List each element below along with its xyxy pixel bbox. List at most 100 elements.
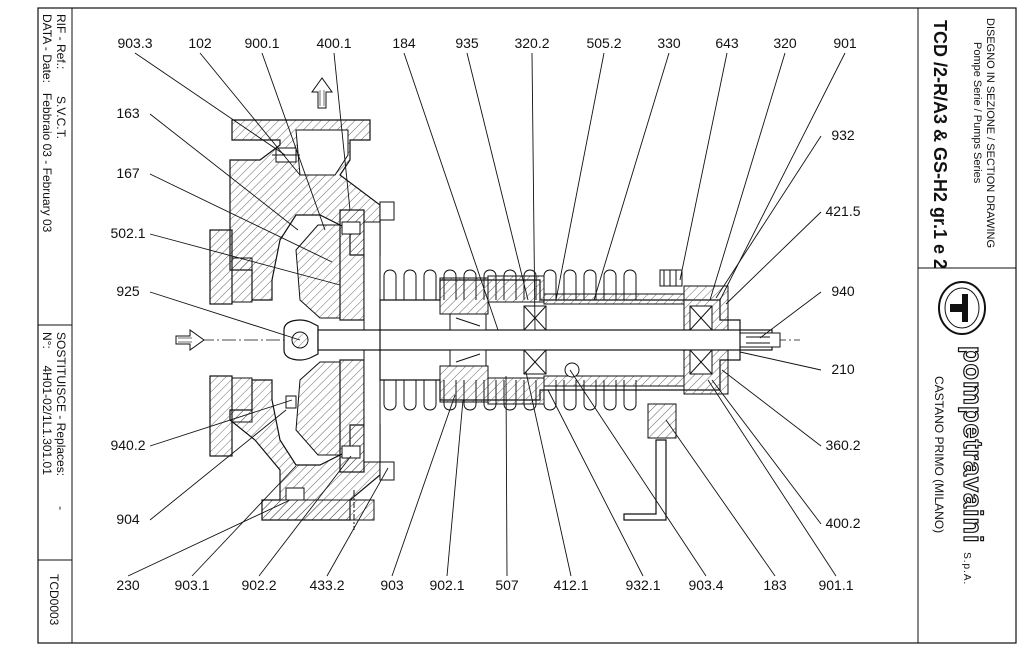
callout-label: 904 [116, 511, 140, 527]
callout-label: 421.5 [825, 203, 860, 219]
number-value: 4H01-02/1L1.301.01 [40, 365, 54, 475]
callout-label: 932 [831, 127, 855, 143]
callout-label: 502.1 [110, 225, 145, 241]
leader-line [707, 379, 837, 577]
ref-field: RIF - Ref.: S.V.C.T. [54, 14, 68, 139]
callout-label: 183 [763, 577, 787, 593]
callout-label: 412.1 [553, 577, 588, 593]
callout-label: 360.2 [825, 437, 860, 453]
callout-label: 902.1 [429, 577, 464, 593]
leader-line [711, 379, 822, 525]
callout-label: 163 [116, 105, 140, 121]
cooling-fin [443, 269, 457, 300]
oil-sight-glass [564, 362, 580, 378]
leader-line [721, 369, 822, 447]
company-name: pompetravaini S.p.A. [957, 345, 988, 586]
replaces-label: SOSTITUISCE - Replaces: [54, 332, 68, 477]
leader-line [531, 52, 536, 331]
cooling-fin [563, 269, 577, 300]
callout-label: 940.2 [110, 437, 145, 453]
impeller [283, 224, 341, 456]
callout-label: 230 [116, 577, 140, 593]
callout-label: 184 [392, 35, 416, 51]
drawing-code: TCD0003 [47, 574, 61, 626]
leader-line [593, 52, 670, 301]
section-line-1: DISEGNO IN SEZIONE / SECTION DRAWING [984, 18, 996, 249]
company-logo-icon [936, 280, 988, 336]
leader-lines [127, 52, 846, 577]
company-location: CASTANO PRIMO (MILANO) [932, 376, 946, 534]
leader-line [715, 135, 822, 299]
cooling-fin [423, 269, 437, 300]
leader-line [569, 369, 707, 577]
cooling-fin [403, 380, 417, 411]
cooling-fin [583, 380, 597, 411]
leader-line [525, 371, 572, 577]
callout-label: 900.1 [244, 35, 279, 51]
leader-line [149, 409, 287, 521]
callout-label: 903.3 [117, 35, 152, 51]
date-value: Febbraio 03 - February 03 [40, 92, 54, 233]
bearing-outer [689, 305, 713, 375]
company-suffix: S.p.A. [961, 552, 972, 586]
callout-label: 433.2 [309, 577, 344, 593]
leader-line [261, 52, 326, 231]
leader-line [191, 465, 297, 577]
callout-label: 400.2 [825, 515, 860, 531]
leader-line [258, 455, 352, 577]
callout-label: 507 [495, 577, 519, 593]
suction-flange [209, 229, 253, 457]
callout-label: 643 [715, 35, 739, 51]
cooling-fin [403, 269, 417, 300]
callout-label: 505.2 [586, 35, 621, 51]
leader-line [391, 394, 456, 577]
company-name-text: pompetravaini [957, 345, 988, 544]
cooling-fin [623, 269, 637, 300]
leader-line [725, 211, 822, 305]
leader-line [149, 399, 293, 447]
leader-line [446, 399, 464, 577]
bearing-bracket-body [379, 275, 741, 405]
callout-label: 400.1 [316, 35, 351, 51]
leader-line [719, 52, 846, 301]
leader-line [466, 52, 529, 301]
callout-label: 330 [657, 35, 681, 51]
shaft [317, 329, 781, 351]
callout-label: 167 [116, 165, 140, 181]
callout-label: 935 [455, 35, 479, 51]
leader-line [149, 113, 299, 231]
leader-line [709, 52, 786, 301]
leader-line [333, 52, 351, 211]
cooling-fin [463, 380, 477, 411]
pump-casing [229, 119, 381, 521]
suction-arrow-icon [175, 329, 205, 351]
cooling-fin [623, 380, 637, 411]
leader-line [679, 52, 728, 281]
leader-line [547, 389, 644, 577]
oil-plug [659, 269, 683, 287]
section-line-2: Pompe Serie / Pumps Series [971, 42, 983, 184]
leader-line [555, 52, 605, 301]
callout-label: 903.4 [688, 577, 723, 593]
cooling-fin [423, 380, 437, 411]
callout-label: 102 [188, 35, 212, 51]
number-label: N°: [40, 332, 54, 349]
leader-line [326, 467, 389, 577]
callout-label: 320 [773, 35, 797, 51]
discharge-arrow-icon [311, 77, 333, 109]
date-field: DATA - Date: Febbraio 03 - February 03 [40, 14, 54, 232]
callout-label: 940 [831, 283, 855, 299]
replaces-value: - [54, 506, 68, 511]
date-label: DATA - Date: [40, 14, 54, 83]
cooling-fin [583, 269, 597, 300]
mechanical-seal [449, 313, 487, 367]
model-title: TCD /2-R/A3 & GS-H2 gr.1 e 2 [930, 20, 950, 270]
cooling-fin [603, 380, 617, 411]
callout-label: 901 [833, 35, 857, 51]
leader-line [134, 52, 286, 156]
cooling-fin [563, 380, 577, 411]
callout-label: 925 [116, 283, 140, 299]
leader-line [149, 291, 301, 341]
replaces-field: SOSTITUISCE - Replaces: - [54, 332, 68, 510]
